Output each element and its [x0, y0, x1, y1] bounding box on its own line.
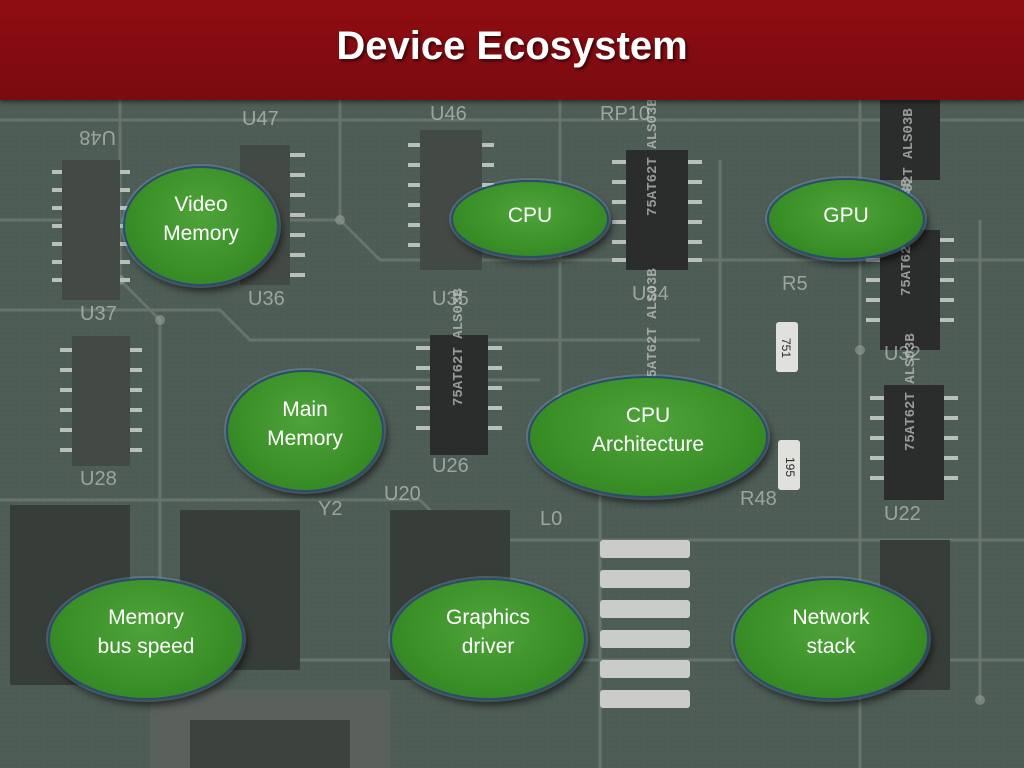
title-bar: Device Ecosystem: [0, 0, 1024, 100]
chip-u37: [60, 336, 142, 466]
circuit-board-background: U48 U47 U46 RP10 U37 U36 U35 U34 R5 U32 …: [0, 100, 1024, 768]
silk-label: U48: [79, 126, 116, 148]
main-memory-label: Main Memory: [267, 398, 343, 450]
cpu-label: CPU: [507, 203, 553, 227]
chip-marking: 75AT62T ALS03B: [645, 268, 661, 386]
silk-label: R48: [740, 488, 777, 510]
video-memory-label: Video Memory: [163, 193, 239, 245]
chip-marking: 75AT62T ALS03B: [645, 100, 661, 216]
silk-label: U46: [430, 103, 467, 125]
silk-label: Y2: [318, 498, 342, 520]
chip-u26: [416, 335, 502, 455]
chip-u22: [870, 385, 958, 500]
silk-label: U26: [432, 455, 469, 477]
silk-label: R5: [782, 273, 808, 295]
silk-label: U47: [242, 108, 279, 130]
chip-u48: [52, 160, 130, 300]
chip-u34: [612, 150, 702, 270]
silk-label: U20: [384, 483, 421, 505]
silk-label: U34: [632, 283, 669, 305]
silk-label: U36: [248, 288, 285, 310]
chip-marking: 75AT62T ALS03B: [451, 288, 467, 406]
gpu-bubble[interactable]: GPU: [767, 178, 925, 260]
silk-label: RP10: [600, 103, 650, 125]
resistors: [776, 322, 800, 490]
graphics-driver-bubble[interactable]: Graphics driver: [390, 578, 586, 700]
silk-label: L0: [540, 508, 562, 530]
silk-label: U22: [884, 503, 921, 525]
silk-label: U32: [884, 343, 921, 365]
network-stack-label: Network stack: [792, 606, 870, 658]
silk-label: U28: [80, 468, 117, 490]
silk-label: U35: [432, 288, 469, 310]
socket: [150, 690, 390, 768]
network-stack-bubble[interactable]: Network stack: [733, 578, 929, 700]
gpu-label: GPU: [823, 203, 869, 227]
cpu-architecture-label: CPU Architecture: [591, 404, 705, 456]
main-memory-bubble[interactable]: Main Memory: [226, 370, 384, 492]
silk-label: U37: [80, 303, 117, 325]
resistor-array: [600, 540, 690, 708]
cpu-architecture-bubble[interactable]: CPU Architecture: [528, 376, 768, 498]
cpu-bubble[interactable]: CPU: [451, 180, 609, 258]
chip-marking: 75AT62T ALS03B: [903, 333, 919, 451]
chip-u32-top: [866, 100, 954, 350]
graphics-driver-label: Graphics driver: [445, 606, 531, 658]
video-memory-bubble[interactable]: Video Memory: [123, 166, 279, 286]
resistor-label: 751: [779, 338, 793, 358]
memory-bus-speed-bubble[interactable]: Memory bus speed: [48, 578, 244, 700]
memory-bus-speed-label: Memory bus speed: [97, 606, 195, 658]
slide-title: Device Ecosystem: [336, 24, 688, 68]
resistor-label: 195: [783, 457, 797, 477]
